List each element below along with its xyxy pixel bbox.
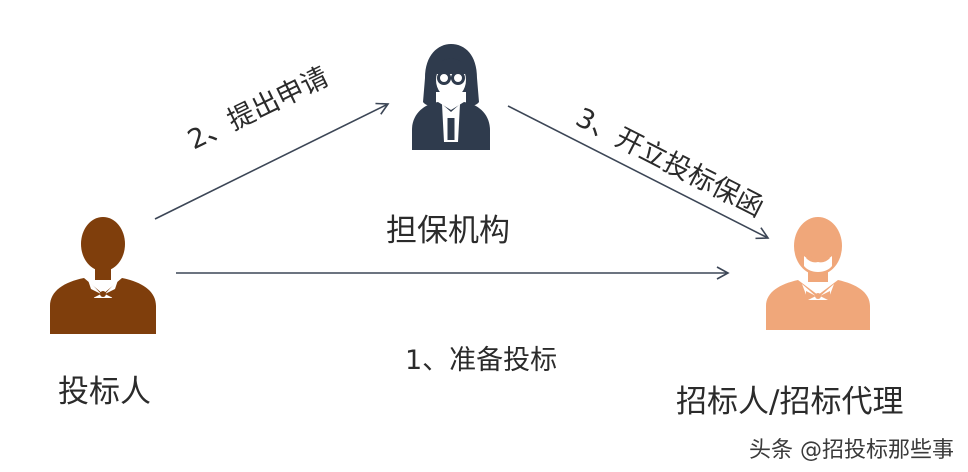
- guarantor-label: 担保机构: [386, 213, 510, 249]
- guarantor-person-icon: [412, 44, 490, 150]
- arrow-issue: [507, 105, 770, 240]
- bidder-person-icon: [50, 217, 156, 334]
- watermark: 头条 @招投标那些事: [749, 438, 954, 463]
- tenderer-person-icon: [766, 217, 870, 330]
- tenderer-label: 招标人/招标代理: [676, 384, 904, 420]
- arrow-apply: [154, 102, 390, 220]
- edge-label-bid: 1、准备投标: [405, 345, 558, 376]
- bidder-label: 投标人: [58, 374, 151, 410]
